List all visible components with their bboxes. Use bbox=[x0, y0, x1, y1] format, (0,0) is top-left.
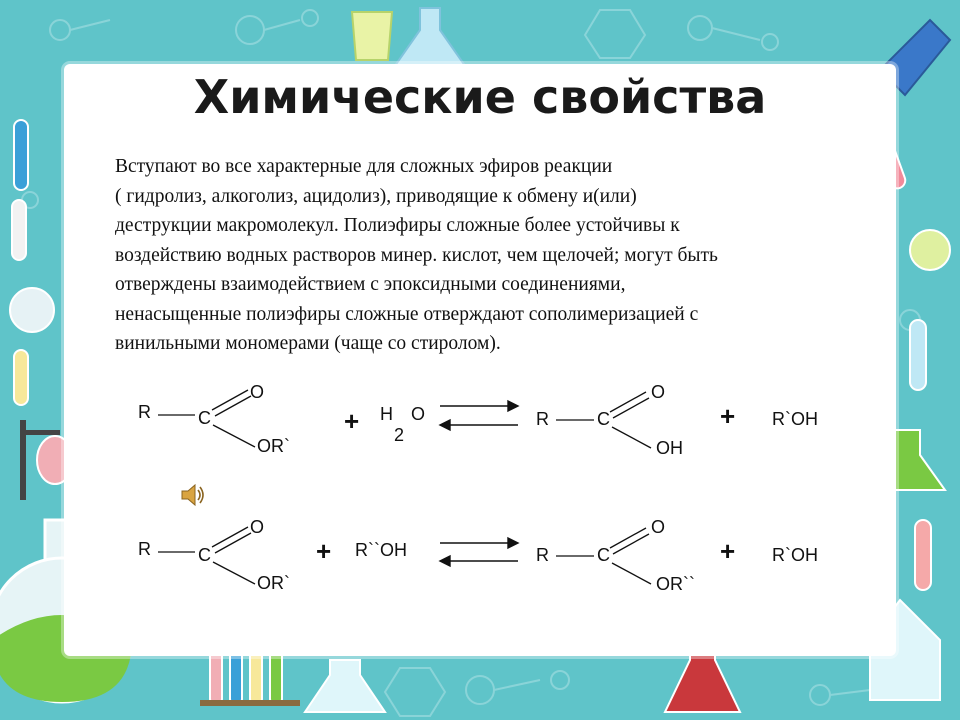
product-c-label: C bbox=[597, 545, 610, 565]
reagent-o: O bbox=[411, 404, 425, 424]
plus-sign: + bbox=[720, 536, 735, 566]
byproduct-label: R`OH bbox=[772, 409, 818, 429]
plus-sign: + bbox=[344, 406, 359, 436]
body-paragraph: Вступают во все характерные для сложных … bbox=[115, 152, 865, 359]
product-o-label: O bbox=[651, 517, 665, 537]
body-line: деструкции макромолекул. Полиэфиры сложн… bbox=[115, 215, 680, 236]
flask-icon bbox=[350, 7, 952, 97]
body-line: ( гидролиз, алкоголиз, ацидолиз), привод… bbox=[115, 185, 637, 207]
reaction-alcoholysis: R C O OR` + R``OH R C O OR`` + R`OH bbox=[138, 517, 818, 594]
c-label: C bbox=[198, 545, 211, 565]
plus-sign: + bbox=[720, 401, 735, 431]
body-line: винильными мономерами (чаще со стиролом)… bbox=[115, 333, 501, 354]
reagent-h: H bbox=[380, 404, 393, 424]
body-line: ненасыщенные полиэфиры сложные отверждаю… bbox=[115, 303, 699, 325]
page-title: Химические свойства bbox=[193, 70, 767, 124]
reagent-label: R``OH bbox=[355, 540, 407, 560]
equilibrium-arrow-icon bbox=[438, 399, 520, 432]
product-o-label: O bbox=[651, 382, 665, 402]
c-label: C bbox=[198, 408, 211, 428]
product-r-label: R bbox=[536, 409, 549, 429]
r-label: R bbox=[138, 402, 151, 422]
body-line: воздействию водных растворов минер. кисл… bbox=[115, 244, 718, 266]
reagent-sub: 2 bbox=[394, 425, 404, 445]
product-oh-label: OH bbox=[656, 438, 683, 458]
content-panel bbox=[64, 64, 896, 656]
r-label: R bbox=[138, 539, 151, 559]
body-line: Вступают во все характерные для сложных … bbox=[115, 156, 613, 177]
product-r-label: R bbox=[536, 545, 549, 565]
plus-sign: + bbox=[316, 536, 331, 566]
speaker-icon[interactable] bbox=[178, 480, 208, 510]
test-tube-icon bbox=[200, 639, 742, 713]
product-c-label: C bbox=[597, 409, 610, 429]
o-label: O bbox=[250, 517, 264, 537]
equilibrium-arrow-icon bbox=[438, 536, 520, 568]
reaction-hydrolysis: R C O OR` + H 2 O R C O OH + R`OH bbox=[138, 382, 818, 458]
byproduct-label: R`OH bbox=[772, 545, 818, 565]
product-or-label: OR`` bbox=[656, 574, 695, 594]
o-label: O bbox=[250, 382, 264, 402]
or-label: OR` bbox=[257, 573, 290, 593]
or-label: OR` bbox=[257, 436, 290, 456]
body-line: отверждены взаимодействием с эпоксидными… bbox=[115, 274, 626, 295]
